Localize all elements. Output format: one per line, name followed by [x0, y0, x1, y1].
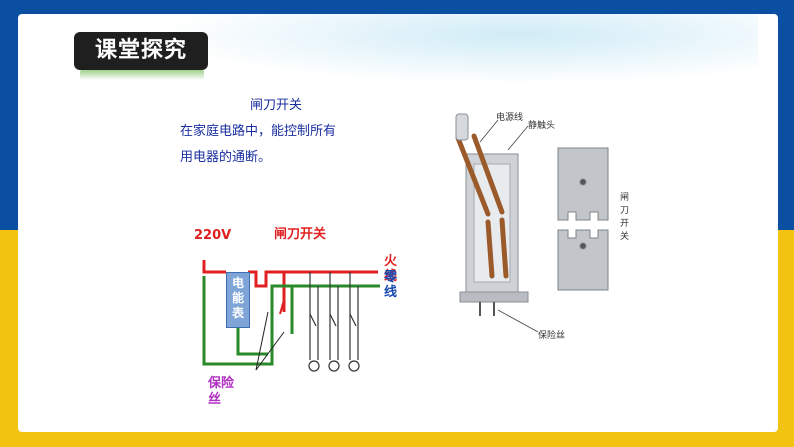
copper-blades [455, 133, 509, 279]
live-wire [202, 260, 378, 312]
knife-switch-illustration [455, 113, 609, 333]
lamp-icons [308, 360, 360, 372]
voltage-label: 220V [194, 228, 232, 243]
title-tab: 课堂探究 [74, 32, 208, 70]
switch-base [459, 153, 529, 303]
fuse-terminals [479, 302, 495, 316]
figure-knife-switch-label: 闸刀开关 [620, 193, 630, 242]
branch-circuits [309, 272, 359, 360]
slide-title: 课堂探究 [94, 38, 187, 63]
slide-card: 课堂探究 闸刀开关 在家庭电路中，能控制所有 用电器的通断。 [18, 14, 778, 432]
circuit-knife-switch-label: 闸刀开关 [274, 227, 327, 242]
circuit-fuse-label: 保险丝 [208, 376, 235, 407]
figure-static-contact-label: 静触头 [528, 121, 556, 131]
figure-fuse-label: 保险丝 [538, 331, 566, 341]
figure-leader-lines [479, 119, 539, 333]
static-contact-bottom [557, 229, 609, 291]
intro-line-2: 用电器的通断。 [180, 150, 272, 165]
header-glow [158, 14, 758, 84]
title-reflection [80, 70, 204, 80]
fuse-pointer-lines [255, 311, 285, 371]
switch-handle [455, 113, 469, 141]
neutral-wire-label: 零线 [384, 270, 398, 300]
intro-heading: 闸刀开关 [250, 98, 303, 113]
circuit-diagram [202, 260, 380, 372]
figure-power-wire-label: 电源线 [496, 113, 524, 123]
intro-line-1: 在家庭电路中，能控制所有 [180, 124, 337, 139]
live-wire-label: 火线 [384, 254, 398, 284]
neutral-wire [202, 276, 380, 366]
knife-switch-symbol [279, 299, 285, 315]
electric-meter: 电能表 [226, 272, 250, 328]
static-contact-top [557, 147, 609, 221]
meter-label: 电能表 [231, 276, 244, 320]
